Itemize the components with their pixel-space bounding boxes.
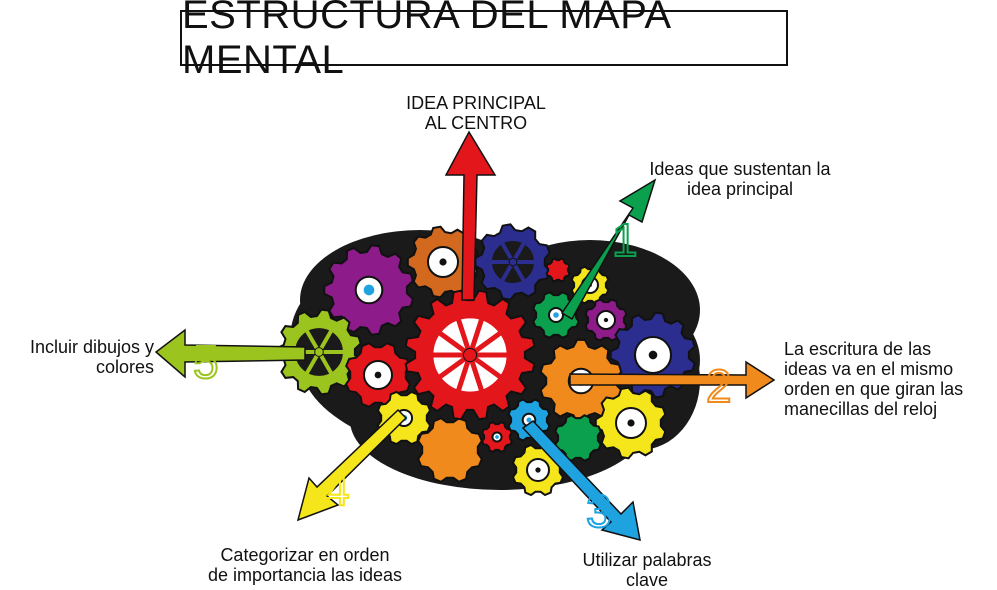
gear-hub xyxy=(462,347,478,363)
gear-axle xyxy=(603,317,609,323)
gear-axle xyxy=(374,371,382,379)
step-number-2: 2 xyxy=(706,360,732,412)
gear-icon xyxy=(417,417,483,483)
gear-axle xyxy=(553,312,559,318)
gear-axle xyxy=(526,417,532,423)
arrow-1 xyxy=(560,178,657,321)
label-step-1: Ideas que sustentan la idea principal xyxy=(649,159,831,199)
arrow-center xyxy=(444,130,497,301)
gear-axle xyxy=(439,258,447,266)
gear-axle xyxy=(495,435,499,439)
step-number-4: 4 xyxy=(324,463,350,515)
gear-icon xyxy=(545,257,571,283)
label-step-4: Categorizar en orden de importancia las … xyxy=(207,545,403,585)
arrow-3 xyxy=(521,420,641,542)
step-number-5: 5 xyxy=(193,336,219,388)
gear-icon xyxy=(554,414,602,462)
gear-hub xyxy=(508,257,518,267)
label-step-5: Incluir dibujos y colores xyxy=(29,337,154,377)
arrow-2 xyxy=(569,360,776,400)
gear-axle xyxy=(535,467,541,473)
arrow-5 xyxy=(154,328,306,379)
page-title: ESTRUCTURA DEL MAPA MENTAL xyxy=(180,0,788,82)
gear-axle xyxy=(627,419,635,427)
gear-axle xyxy=(648,350,658,360)
arrow-4 xyxy=(296,408,408,522)
label-step-3: Utilizar palabras clave xyxy=(582,550,712,590)
step-number-3: 3 xyxy=(586,485,612,537)
label-center-idea: IDEA PRINCIPAL AL CENTRO xyxy=(406,93,546,133)
label-step-2: La escritura de las ideas va en el mismo… xyxy=(784,339,964,419)
step-numbers: 1 2 3 4 5 xyxy=(192,213,733,538)
gear-hub xyxy=(314,347,324,357)
gear-axle xyxy=(363,284,375,296)
step-number-1: 1 xyxy=(612,214,638,266)
